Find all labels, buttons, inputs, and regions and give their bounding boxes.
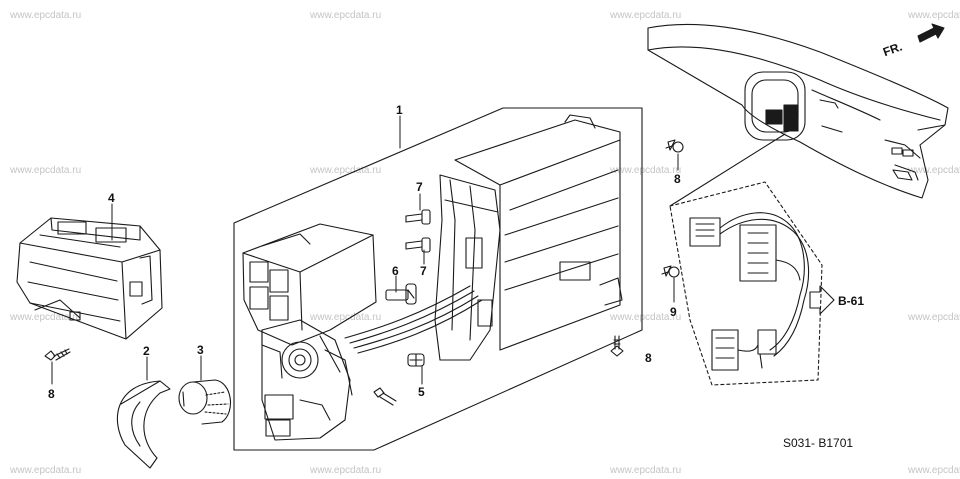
part-screw-9 [661, 265, 680, 278]
part-knob [178, 379, 231, 425]
part-screw-left [44, 348, 71, 361]
callout-1: 1 [396, 103, 403, 117]
callout-2: 2 [143, 344, 150, 358]
watermark: www.epcdata.ru [310, 165, 382, 176]
watermark: www.epcdata.ru [908, 312, 960, 323]
part-pin-6 [385, 283, 417, 305]
callout-7b: 7 [420, 264, 427, 278]
watermark: www.epcdata.ru [908, 165, 960, 176]
assembly-outline [233, 107, 643, 451]
part-screw-7a [405, 209, 431, 225]
part-display-unit [16, 217, 163, 340]
watermark: www.epcdata.ru [908, 465, 960, 476]
callout-8-top: 8 [674, 172, 681, 186]
watermark: www.epcdata.ru [310, 465, 382, 476]
callout-7a: 7 [416, 180, 423, 194]
direction-label: FR. [881, 39, 904, 59]
callout-8-mid: 8 [645, 351, 652, 365]
part-small-screw [373, 387, 397, 406]
callout-4: 4 [108, 191, 115, 205]
watermark: www.epcdata.ru [908, 10, 960, 21]
reference-arrow [809, 285, 835, 315]
watermark: www.epcdata.ru [10, 312, 82, 323]
watermark: www.epcdata.ru [10, 465, 82, 476]
watermark: www.epcdata.ru [10, 165, 82, 176]
watermark: www.epcdata.ru [310, 10, 382, 21]
dashboard-view [647, 23, 949, 207]
callout-5: 5 [418, 385, 425, 399]
watermark: www.epcdata.ru [10, 10, 82, 21]
part-screw-7b [405, 237, 431, 253]
callout-3: 3 [197, 343, 204, 357]
part-screw-5 [407, 353, 425, 367]
callout-9: 9 [670, 305, 677, 319]
reference-label: B-61 [838, 294, 864, 308]
part-trim-ring [116, 380, 171, 469]
part-control-assembly [242, 114, 623, 441]
watermark: www.epcdata.ru [310, 312, 382, 323]
diagram-code: S031- B1701 [783, 436, 853, 450]
watermark: www.epcdata.ru [610, 465, 682, 476]
watermark: www.epcdata.ru [610, 312, 682, 323]
watermark: www.epcdata.ru [610, 10, 682, 21]
part-screw-top [665, 139, 684, 153]
watermark: www.epcdata.ru [610, 165, 682, 176]
callout-8-left: 8 [48, 387, 55, 401]
wiring-harness [669, 181, 823, 386]
leader-lines [51, 115, 679, 385]
callout-6: 6 [392, 264, 399, 278]
part-screw-mid [610, 335, 624, 357]
